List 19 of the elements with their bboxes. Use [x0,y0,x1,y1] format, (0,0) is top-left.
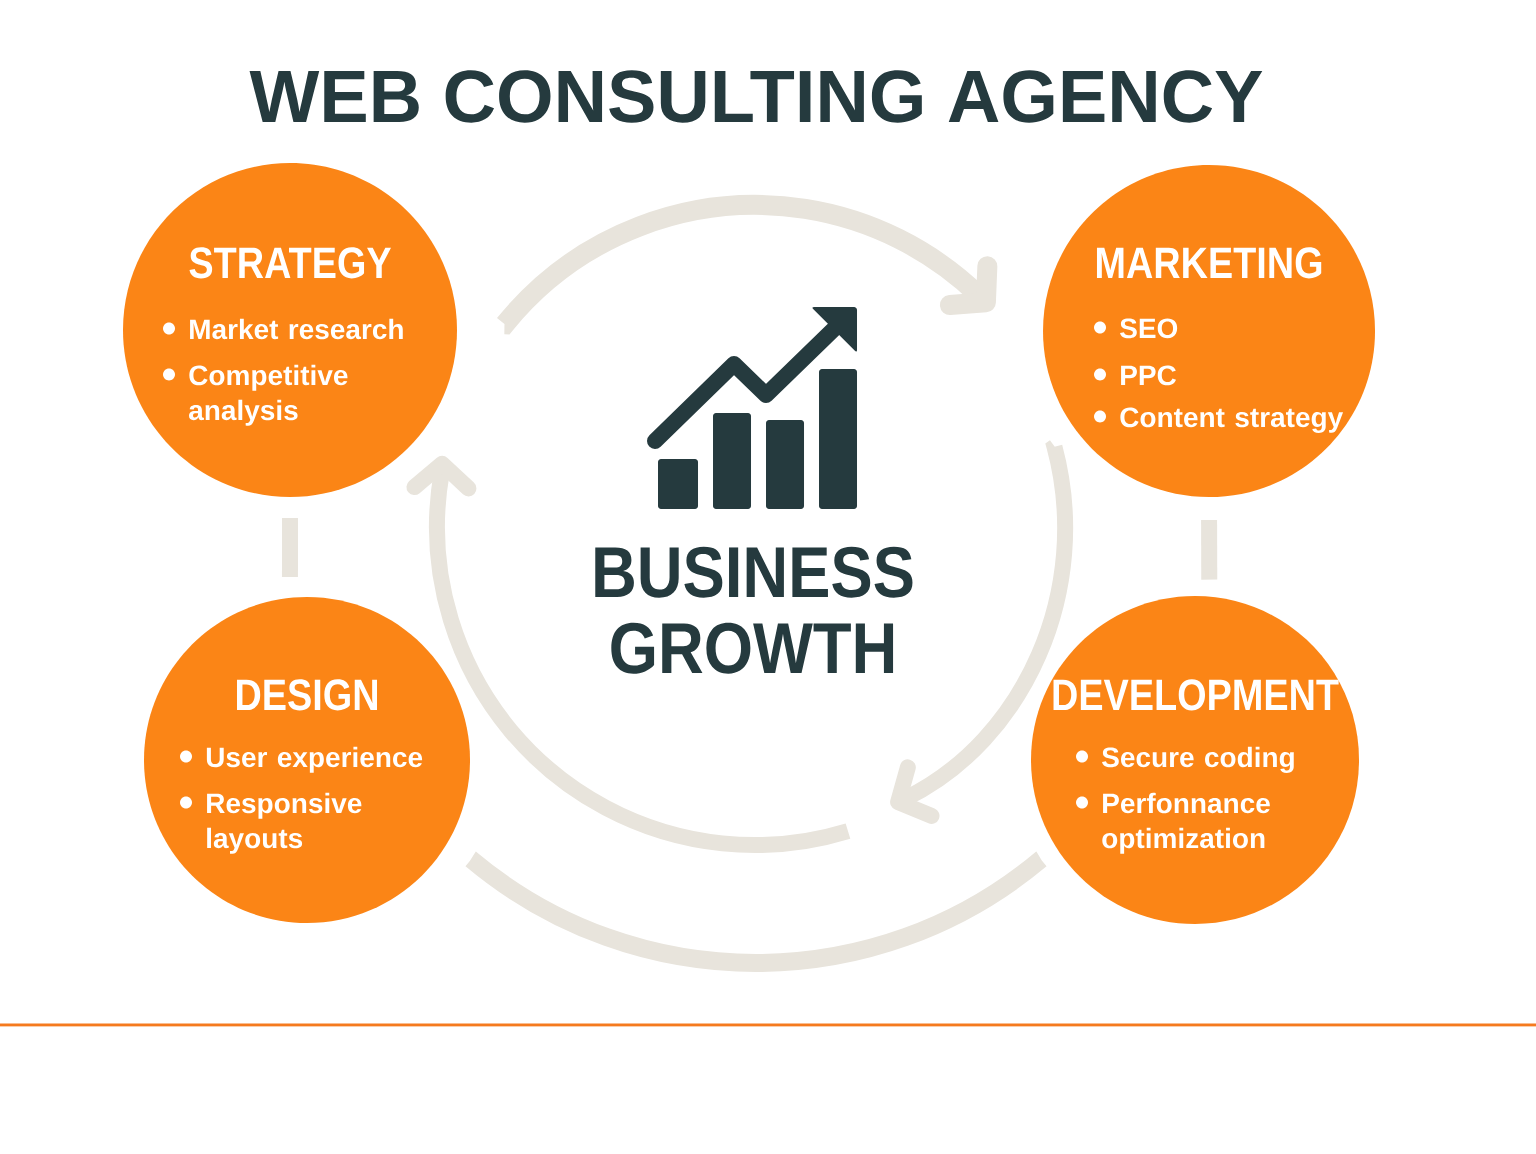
bullet-item: SEO [1120,318,1178,339]
connector-line [282,518,298,577]
bullet-item: Perfonnance optimization [1102,792,1270,854]
circle-heading: STRATEGY [189,247,392,279]
bullet-item: Competitive analysis [189,364,348,426]
curved-arrow [406,455,850,853]
connector-line [1201,519,1218,580]
center-heading: BUSINESS GROWTH [595,546,913,674]
bullet-item: PPC [1121,365,1176,386]
curved-arrow [890,438,1073,824]
bullet-item: Secure coding [1102,746,1294,773]
title: WEB CONSULTING AGENCY [249,70,1263,123]
circle-heading: MARKETING [1097,247,1322,279]
bullet-item: Market research [190,318,403,340]
circle-heading: DESIGN [237,679,377,711]
circle-heading: DEVELOPMENT [1053,679,1339,711]
bullet-item: Content strategy [1120,407,1344,433]
bullet-item: User experience [206,746,423,773]
bullet-item: Responsive layouts [207,792,362,854]
